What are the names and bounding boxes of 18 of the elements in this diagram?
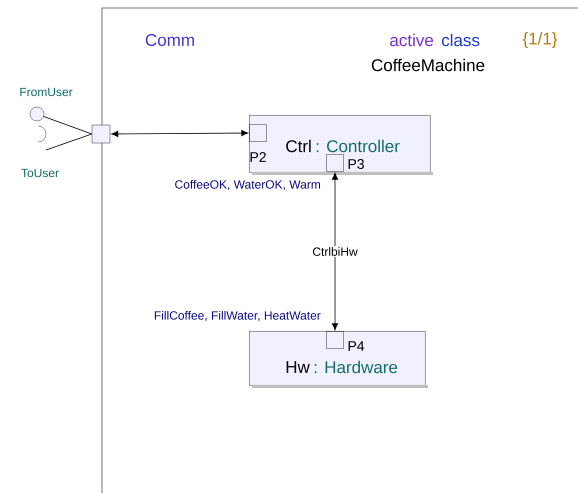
edge-label: CtrlbiHw [312, 247, 358, 256]
signal-list: FillCoffee, FillWater, HeatWater [154, 310, 321, 322]
connector [43, 116, 92, 134]
port-name: Comm [146, 34, 194, 46]
frame-title: CoffeeMachine [372, 58, 484, 72]
connector [111, 130, 248, 138]
frame-title: active [390, 34, 434, 46]
frame-title: class [442, 34, 480, 46]
port-square [92, 124, 110, 144]
interface-label: FromUser [20, 88, 72, 96]
connector [332, 172, 338, 330]
interface-label: ToUser [21, 168, 59, 178]
page-number: {1/1} [522, 32, 558, 48]
connector [46, 134, 92, 150]
port-label: P4 [348, 341, 364, 351]
port-label: P2 [250, 152, 266, 162]
port-label: P3 [348, 159, 364, 169]
signal-list: CoffeeOK, WaterOK, Warm [175, 180, 320, 190]
